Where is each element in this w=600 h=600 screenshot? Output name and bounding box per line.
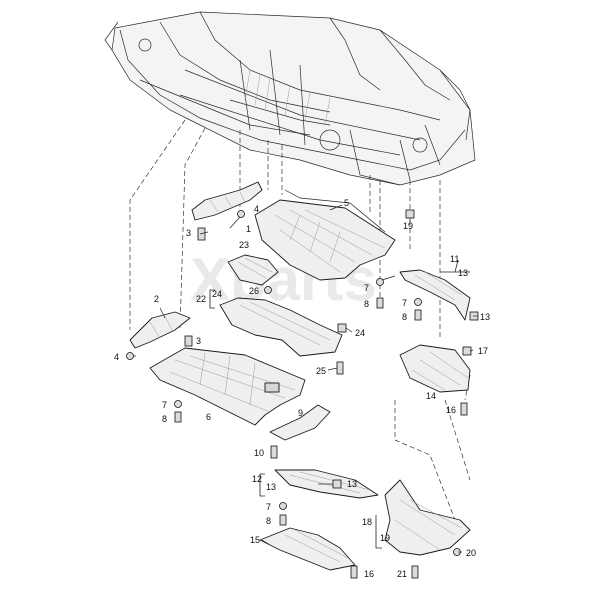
- callout-26: 26: [249, 286, 259, 296]
- callout-8: 8: [364, 299, 369, 309]
- callout-24: 24: [212, 289, 222, 299]
- callout-6: 6: [206, 412, 211, 422]
- callout-16-second: 16: [364, 569, 374, 579]
- part-23-small-panel: [227, 254, 279, 286]
- callout-8-second: 8: [162, 414, 167, 424]
- callout-24-second: 24: [355, 328, 365, 338]
- callout-7-second: 7: [162, 400, 167, 410]
- callout-15: 15: [250, 535, 260, 545]
- callout-13-fourth: 13: [266, 482, 276, 492]
- callout-18: 18: [362, 517, 372, 527]
- callout-22: 22: [196, 294, 206, 304]
- callout-19-second: 19: [380, 533, 390, 543]
- callout-20: 20: [466, 548, 476, 558]
- part-1-bracket: [191, 181, 263, 221]
- callout-7-third: 7: [402, 298, 407, 308]
- fasteners: [126, 209, 479, 579]
- callout-3: 3: [186, 228, 191, 238]
- callout-21: 21: [397, 569, 407, 579]
- callout-4: 4: [254, 204, 259, 214]
- callout-13: 13: [458, 268, 468, 278]
- callout-4-second: 4: [114, 352, 119, 362]
- part-2-bracket: [129, 311, 191, 349]
- callout-labels: 1 2 3 3 4 4 5 6 7 7 7 7 8 8 8 8 9 10 11 …: [114, 198, 490, 579]
- callout-19: 19: [403, 221, 413, 231]
- callout-13-second: 13: [480, 312, 490, 322]
- vehicle-body-underside: [104, 11, 476, 186]
- callout-7-fourth: 7: [266, 502, 271, 512]
- callout-11: 11: [450, 254, 459, 264]
- callout-3-second: 3: [196, 336, 201, 346]
- callout-2: 2: [154, 294, 159, 304]
- callout-8-fourth: 8: [266, 516, 271, 526]
- part-9-strip: [269, 404, 331, 441]
- callout-5: 5: [344, 198, 349, 208]
- callout-13-third: 13: [347, 479, 357, 489]
- callout-8-third: 8: [402, 312, 407, 322]
- callout-17: 17: [478, 346, 488, 356]
- callout-10: 10: [254, 448, 264, 458]
- callout-1: 1: [246, 224, 251, 234]
- part-5-front-shield: [254, 189, 396, 281]
- part-6-rear-shield: [149, 347, 306, 426]
- callout-7: 7: [364, 283, 369, 293]
- part-14-side-panel: [399, 344, 471, 393]
- callout-16: 16: [446, 405, 456, 415]
- leader-lines: [133, 204, 478, 553]
- callout-23: 23: [239, 240, 249, 250]
- callout-14: 14: [426, 391, 436, 401]
- callout-25: 25: [316, 366, 326, 376]
- callout-12: 12: [252, 474, 262, 484]
- part-15-lower-bracket: [259, 527, 356, 571]
- part-22-center-shield: [219, 297, 343, 357]
- part-11-side-bracket: [399, 269, 471, 321]
- part-18-rear-shield: [384, 479, 471, 556]
- callout-9: 9: [298, 408, 303, 418]
